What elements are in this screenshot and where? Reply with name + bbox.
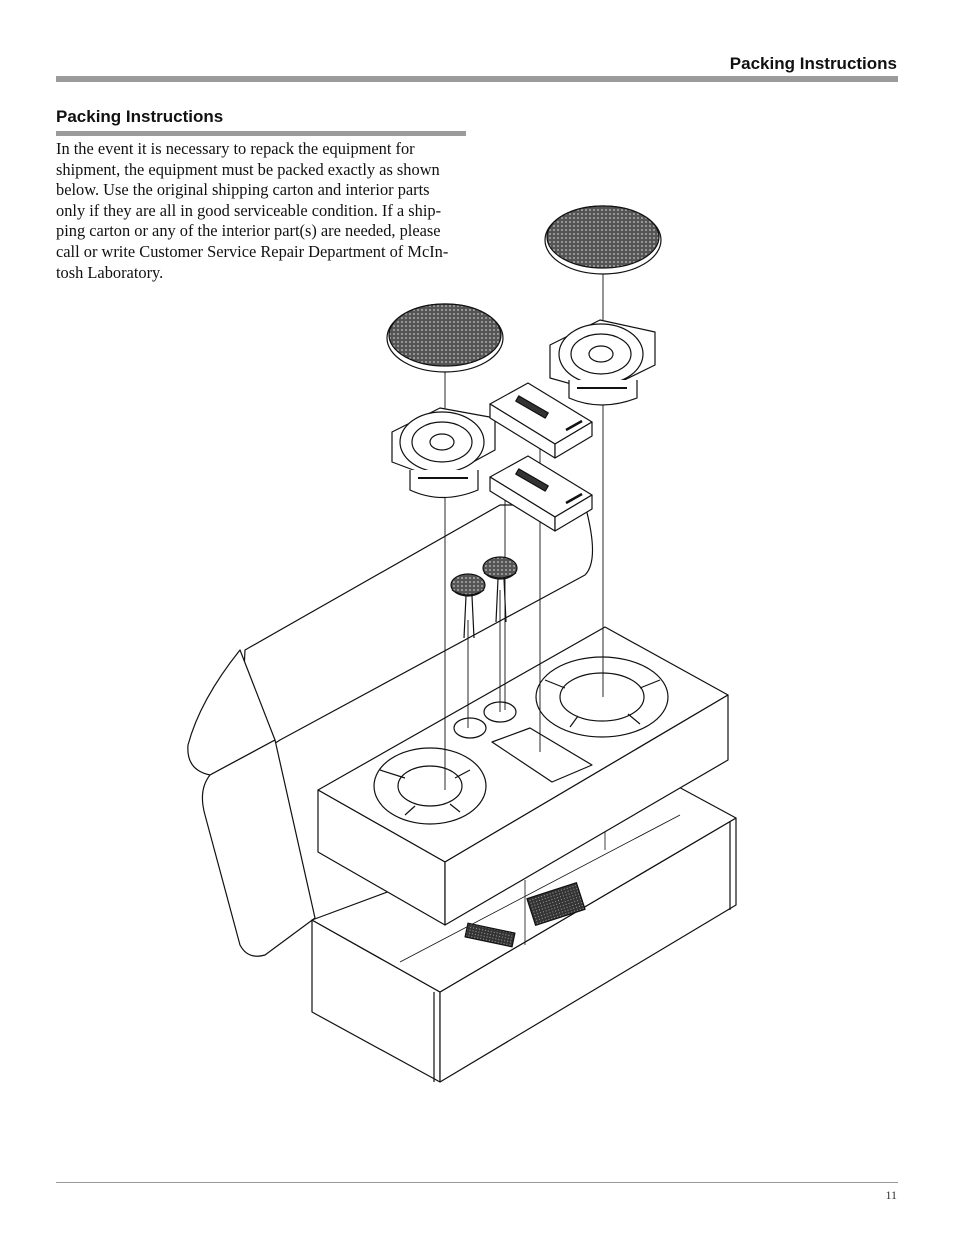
woofer-left <box>391 407 496 499</box>
body-paragraph: In the event it is necessary to repack t… <box>56 139 468 283</box>
speaker-grille-left <box>386 303 504 373</box>
crossover-top <box>489 382 593 459</box>
body-line: tosh Laboratory. <box>56 262 164 282</box>
body-line: ping carton or any of the interior part(… <box>56 221 441 241</box>
page-number: 11 <box>885 1188 897 1202</box>
page-header-title: Packing Instructions <box>729 54 897 73</box>
crossover-bottom <box>489 455 593 532</box>
body-line: call or write Customer Service Repair De… <box>56 241 449 261</box>
footer-rule <box>56 1182 898 1183</box>
small-parts-tray <box>526 882 586 926</box>
tweeter-left <box>450 573 486 639</box>
section-rule <box>56 131 466 136</box>
speaker-grille-right <box>544 205 662 275</box>
section-heading: Packing Instructions <box>56 107 224 126</box>
body-line: below. Use the original shipping carton … <box>56 180 430 200</box>
tweeter-right <box>482 556 518 623</box>
cable-bundle <box>464 922 516 948</box>
packing-diagram <box>187 205 737 1083</box>
body-line: only if they are all in good serviceable… <box>56 200 442 220</box>
foam-insert <box>317 626 729 926</box>
body-line: In the event it is necessary to repack t… <box>56 139 415 158</box>
woofer-right <box>549 319 656 406</box>
body-line: shipment, the equipment must be packed e… <box>56 159 440 179</box>
header-rule <box>56 76 898 82</box>
